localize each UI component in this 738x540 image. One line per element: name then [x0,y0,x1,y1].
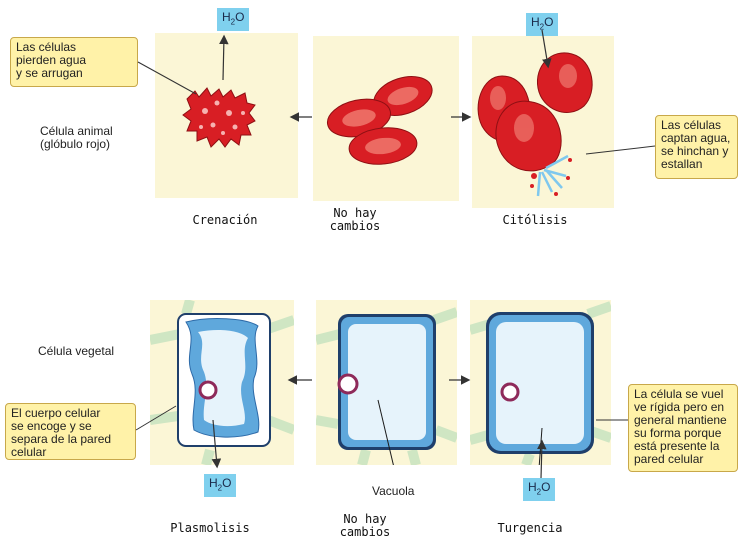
plasmolysis-panel [150,300,294,465]
turgid-cell-illustration [470,300,611,465]
burst-cell-illustration [472,36,614,208]
h2o-badge-cytolysis: H2O [526,13,558,36]
vacuole-label: Vacuola [372,485,414,498]
normal-plant-panel [316,300,457,465]
normal-plant-cell-illustration [316,300,457,465]
normal-rbc-illustration [313,36,459,201]
plant-cell-label: Célula vegetal [38,345,114,358]
crenation-panel [155,33,298,198]
cytolysis-caption: Citólisis [490,214,580,227]
cytolysis-callout: Las células captan agua, se hinchan y es… [655,115,738,179]
h2o-badge-crenation: H2O [217,8,249,31]
animal-cell-label-line2: (glóbulo rojo) [40,138,113,151]
crenation-caption: Crenación [175,214,275,227]
turgor-panel [470,300,611,465]
plasmolysis-caption: Plasmolisis [160,522,260,535]
normal-rbc-panel [313,36,459,201]
plant-no-change-caption: No hay cambios [330,513,400,539]
h2o-badge-plasmolysis: H2O [204,474,236,497]
plasmolysed-cell-illustration [150,300,294,465]
crenation-callout: Las células pierden agua y se arrugan [10,37,138,87]
crenated-cell-illustration [155,33,298,198]
cytolysis-panel [472,36,614,208]
h2o-badge-turgor: H2O [523,478,555,501]
plasmolysis-callout: El cuerpo celular se encoge y se separa … [5,403,136,460]
animal-no-change-caption: No hay cambios [320,207,390,233]
animal-cell-label: Célula animal (glóbulo rojo) [40,125,113,151]
turgor-callout: La célula se vuel ve rígida pero en gene… [628,384,738,472]
turgor-caption: Turgencia [480,522,580,535]
